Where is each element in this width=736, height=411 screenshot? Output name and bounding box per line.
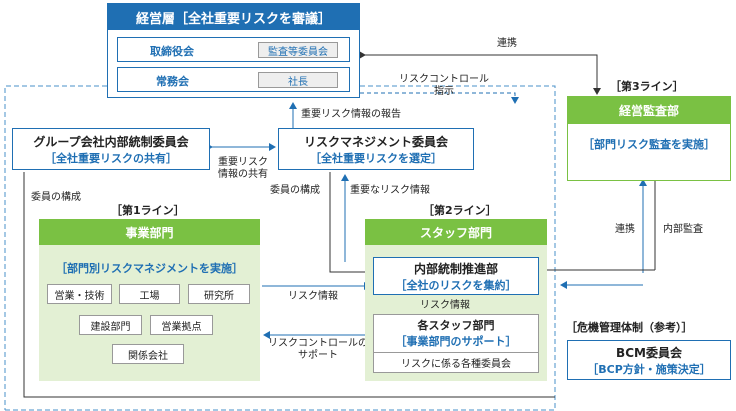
executive-row: 常務会 社長 [117, 67, 350, 92]
cooperation-mid-label: 連携 [615, 224, 635, 235]
important-report-label: 重要リスク情報の報告 [301, 109, 401, 120]
second-line-label: ［第2ライン］ [423, 204, 497, 217]
group-committee-box: グループ会社内部統制委員会 ［全社重要リスクの共有］ [12, 128, 210, 170]
risk-control-instruction-arrow [360, 92, 519, 104]
third-line-label: ［第3ライン］ [610, 80, 684, 93]
bcm-subtitle: ［BCP方針・施策決定］ [587, 363, 711, 376]
share-label-1: 重要リスク [218, 157, 268, 168]
cooperation-top-label: 連携 [497, 38, 517, 49]
risk-committee-box: リスクマネジメント委員会 ［全社重要リスクを選定］ [278, 128, 474, 170]
unit-construction: 建設部門 [79, 315, 142, 335]
bcm-title: BCM委員会 [616, 345, 682, 360]
unit-factory: 工場 [119, 284, 180, 304]
audit-committee-tag: 監査等委員会 [258, 42, 338, 58]
staff-depts-title: 各スタッフ部門 [417, 319, 495, 332]
share-label-2: 情報の共有 [218, 169, 268, 180]
member-mid-label: 委員の構成 [270, 185, 320, 196]
board-row: 取締役会 監査等委員会 [117, 37, 350, 62]
group-committee-title: グループ会社内部統制委員会 [33, 134, 189, 149]
management-box: 経営層［全社重要リスクを審議］ 取締役会 監査等委員会 常務会 社長 [107, 3, 360, 98]
management-title: 経営層［全社重要リスクを審議］ [108, 4, 359, 30]
internal-control-box: 内部統制推進部 ［全社のリスクを集約］ [373, 257, 539, 295]
unit-sales-tech: 営業・技術 [47, 284, 112, 304]
staff-division-title: スタッフ部門 [365, 219, 547, 245]
internal-control-title: 内部統制推進部 [413, 262, 498, 276]
bcm-box: BCM委員会 ［BCP方針・施策決定］ [567, 340, 731, 380]
unit-research: 研究所 [188, 284, 250, 304]
risk-committee-subtitle: ［全社重要リスクを選定］ [310, 152, 442, 165]
member-left-line [23, 172, 555, 398]
audit-box: 経営監査部 ［部門リスク監査を実施］ [567, 96, 731, 181]
audit-title: 経営監査部 [568, 97, 730, 124]
group-committee-subtitle: ［全社重要リスクの共有］ [45, 152, 177, 165]
internal-audit-label: 内部監査 [663, 224, 703, 235]
president-tag: 社長 [258, 72, 338, 88]
risk-committee-title: リスクマネジメント委員会 [303, 134, 448, 149]
important-info-label: 重要なリスク情報 [350, 185, 430, 196]
board-label: 取締役会 [150, 45, 194, 58]
risk-control-instruction-label-2: 指示 [434, 86, 454, 97]
risk-control-instruction-label-1: リスクコントロール [399, 74, 489, 85]
audit-subtitle: ［部門リスク監査を実施］ [583, 138, 715, 151]
affiliates: 関係会社 [112, 344, 184, 364]
business-division-subtitle: ［部門別リスクマネジメントを実施］ [56, 262, 243, 275]
cooperation-top-arrow [359, 51, 601, 95]
internal-control-subtitle: ［全社のリスクを集約］ [395, 279, 517, 292]
staff-depts-subtitle: ［事業部門のサポート］ [395, 335, 517, 348]
risk-committees: リスクに係る各種委員会 [374, 352, 538, 371]
business-division-box: 事業部門 ［部門別リスクマネジメントを実施］ 営業・技術 工場 研究所 建設部門… [39, 219, 260, 381]
first-line-label: ［第1ライン］ [111, 204, 185, 217]
member-mid-line [329, 172, 372, 273]
risk-info-label: リスク情報 [288, 291, 338, 302]
executive-label: 常務会 [156, 75, 189, 88]
unit-sales-office: 営業拠点 [150, 315, 213, 335]
staff-depts-box: 各スタッフ部門 ［事業部門のサポート］ リスクに係る各種委員会 [373, 314, 539, 373]
support-label-2: サポート [298, 350, 338, 361]
risk-info-small-label: リスク情報 [420, 300, 470, 311]
support-label-1: リスクコントロールの [268, 338, 368, 349]
business-division-title: 事業部門 [39, 219, 260, 245]
crisis-heading: ［危機管理体制（参考）］ [566, 321, 693, 334]
member-left-label: 委員の構成 [31, 192, 81, 203]
